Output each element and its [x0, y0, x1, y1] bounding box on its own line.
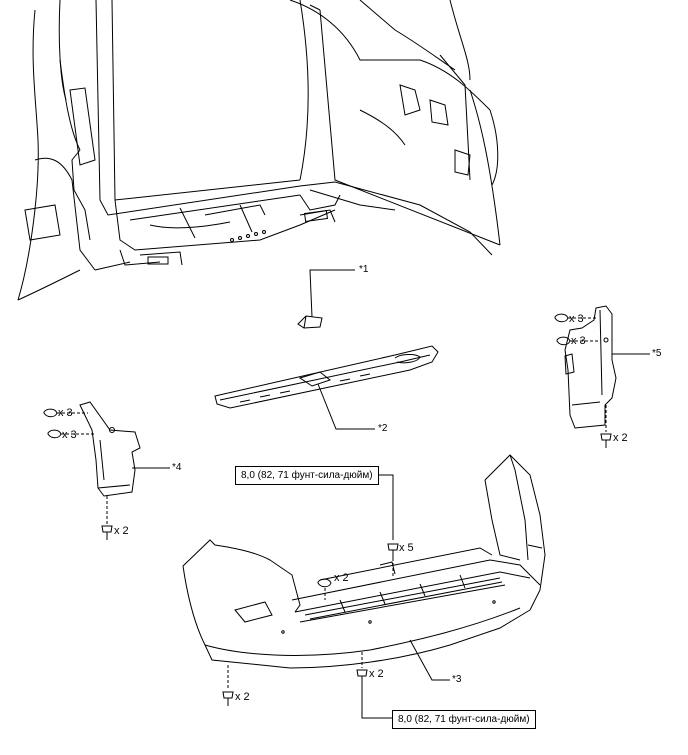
- part-3-bumper-cover: [182, 454, 546, 681]
- part-5-mudflap-rh: [564, 305, 650, 429]
- qty-lh-bolt: x 2: [114, 525, 129, 537]
- qty-lh-upper-clip: x 3: [58, 407, 73, 419]
- part-1-clip: [297, 269, 355, 329]
- qty-lh-lower-clip: x 3: [62, 429, 77, 441]
- rh-fasteners: [554, 313, 612, 448]
- qty-center-clip: x 2: [334, 572, 349, 584]
- qty-bottom-left-bolt: x 2: [235, 691, 250, 703]
- qty-rh-lower-clip: x 3: [571, 335, 586, 347]
- callout-5: *5: [652, 348, 662, 359]
- callout-4: *4: [172, 462, 182, 473]
- lh-fasteners: [43, 408, 113, 540]
- qty-rh-bolt: x 2: [613, 432, 628, 444]
- qty-bottom-center-bolt: x 2: [369, 668, 384, 680]
- qty-rh-upper-clip: x 3: [569, 313, 584, 325]
- callout-1: *1: [359, 264, 369, 275]
- torque-spec-upper: 8,0 (82, 71 фунт-сила-дюйм): [235, 466, 379, 485]
- part-2-step-cover: [214, 345, 439, 430]
- qty-center-bolt: x 5: [399, 542, 414, 554]
- callout-2: *2: [378, 423, 388, 434]
- part-4-mudflap-lh: [79, 401, 170, 497]
- vehicle-rear-body: [17, 0, 501, 301]
- callout-3: *3: [452, 674, 462, 685]
- torque-spec-lower: 8,0 (82, 71 фунт-сила-дюйм): [392, 710, 536, 729]
